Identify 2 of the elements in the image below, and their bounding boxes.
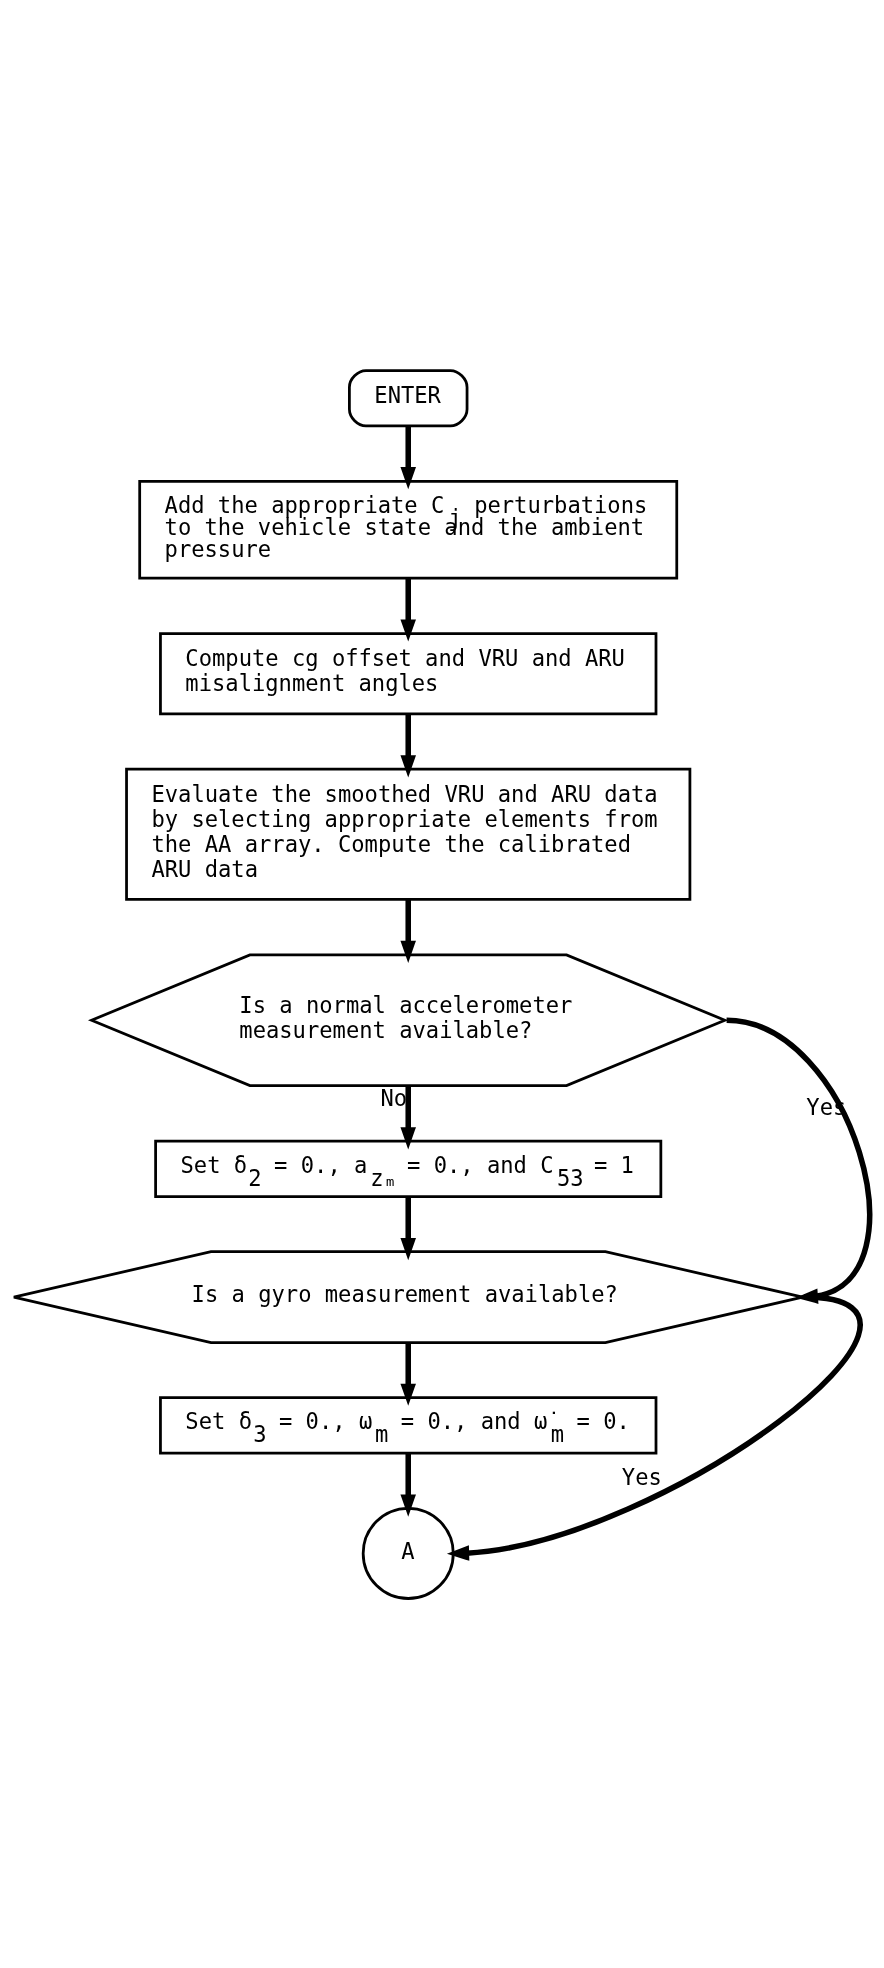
edge-label: No (380, 1084, 408, 1111)
edge-label: Yes (621, 1463, 662, 1490)
